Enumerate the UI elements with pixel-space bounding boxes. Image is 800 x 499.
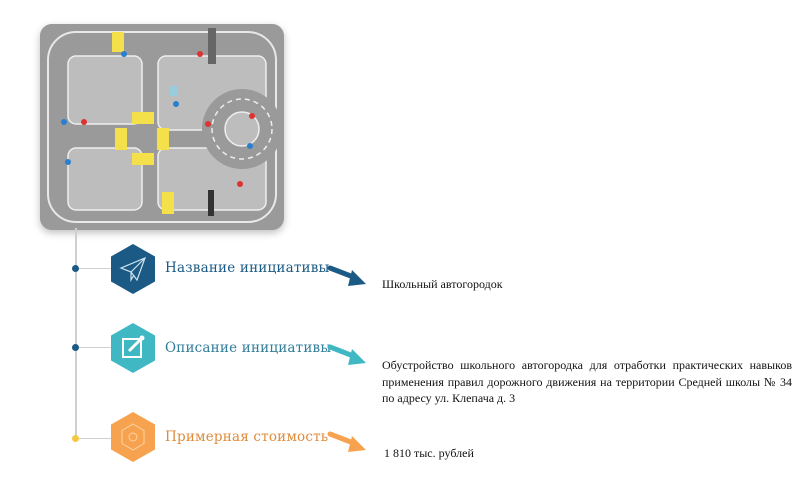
timeline-dot (72, 265, 79, 272)
arrow-icon (326, 343, 370, 371)
item-label-cost: Примерная стоимость (165, 429, 329, 445)
item-value-name: Школьный автогородок (382, 277, 503, 291)
coin-icon (111, 412, 155, 462)
timeline-dot (72, 344, 79, 351)
connector-line (77, 268, 113, 269)
item-label-name: Название инициативы (165, 260, 330, 276)
item-label-description: Описание инициативы (165, 340, 332, 356)
paper-plane-icon (111, 244, 155, 294)
timeline-line (75, 228, 77, 440)
timeline-dot (72, 435, 79, 442)
arrow-icon (326, 430, 370, 458)
connector-line (77, 438, 113, 439)
item-value-cost: 1 810 тыс. рублей (384, 446, 474, 460)
item-value-description: Обустройство школьного автогородка для о… (382, 358, 792, 405)
arrow-icon (326, 264, 370, 292)
autogorodok-map-image (40, 24, 284, 230)
connector-line (77, 347, 113, 348)
edit-icon (111, 323, 155, 373)
